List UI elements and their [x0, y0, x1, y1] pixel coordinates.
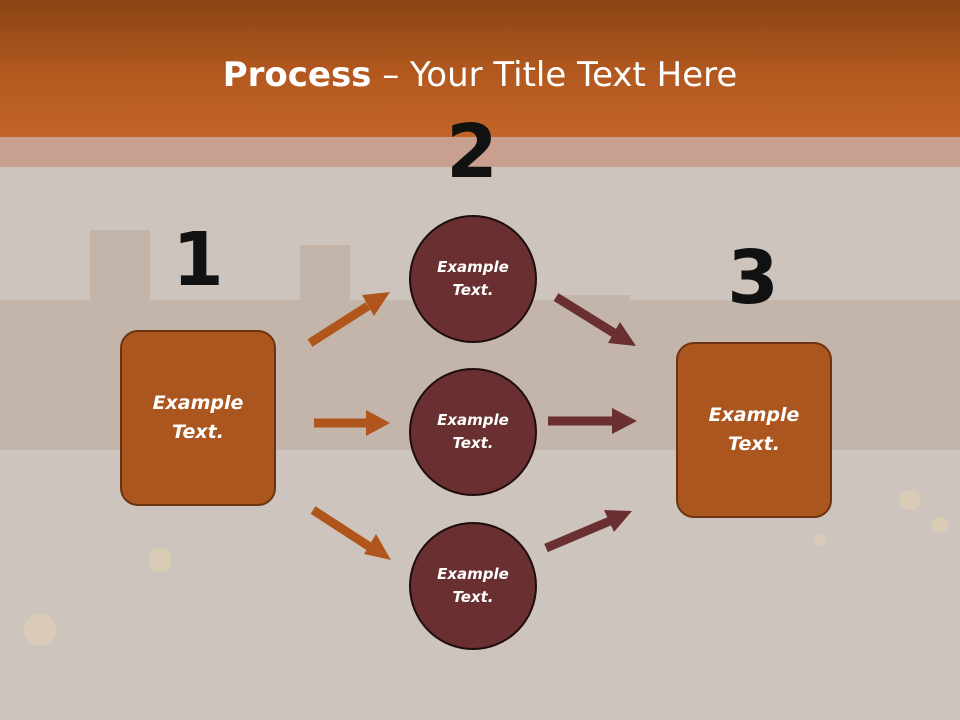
title-bar-band — [0, 137, 960, 167]
arrow-bottom-to-3 — [544, 516, 612, 553]
step-3-label: Example Text. — [708, 404, 800, 455]
step-2-top-label: Example Text. — [437, 258, 509, 299]
step-3-box: Example Text. — [676, 342, 832, 518]
arrow-top-to-3-head — [608, 322, 636, 346]
arrow-bottom-to-3-head — [604, 510, 632, 532]
arrow-1-to-top — [307, 302, 371, 347]
arrow-1-to-bottom — [310, 506, 373, 551]
step-2-circle-top: Example Text. — [409, 215, 537, 343]
arrow-top-to-3 — [553, 293, 617, 337]
step-2-bottom-label: Example Text. — [437, 565, 509, 606]
title-bar — [0, 0, 960, 137]
arrow-1-to-top-head — [362, 292, 390, 316]
arrow-1-to-bottom-head — [364, 534, 391, 560]
step-number-2: 2 — [446, 109, 498, 195]
step-2-middle-label: Example Text. — [437, 411, 509, 452]
step-number-1: 1 — [172, 217, 224, 303]
slide-title-rest: – Your Title Text Here — [371, 55, 738, 95]
step-1-label: Example Text. — [152, 392, 244, 443]
step-1-box: Example Text. — [120, 330, 276, 506]
step-number-3: 3 — [727, 235, 779, 321]
arrow-middle-to-3-head — [612, 408, 637, 434]
slide-title-bold: Process — [222, 55, 372, 95]
arrow-1-to-middle-head — [366, 410, 390, 436]
slide-title: Process – Your Title Text Here — [0, 55, 960, 95]
step-2-circle-middle: Example Text. — [409, 368, 537, 496]
step-2-circle-bottom: Example Text. — [409, 522, 537, 650]
